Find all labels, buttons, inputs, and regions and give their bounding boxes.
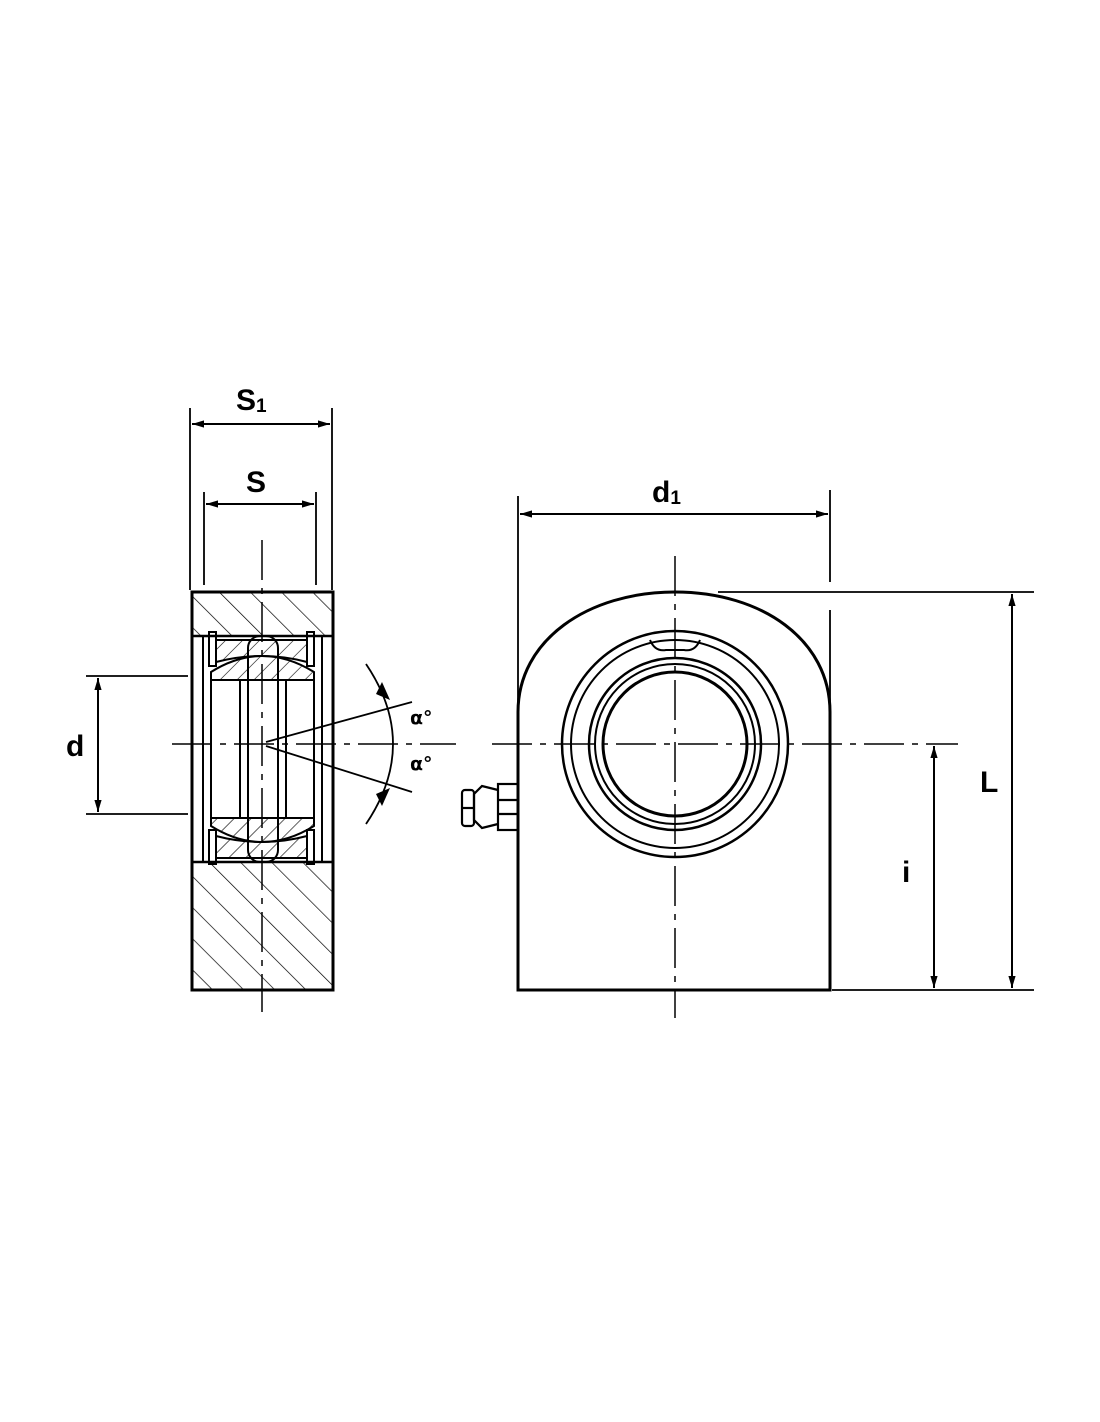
tilt-line-lower xyxy=(265,745,413,793)
label-s: S xyxy=(246,466,266,499)
tilt-arc xyxy=(365,663,394,825)
label-L: L xyxy=(980,766,998,799)
inner-ring-lower xyxy=(210,817,315,843)
snap-ring-left-bottom xyxy=(208,829,217,865)
grease-nipple xyxy=(460,782,520,832)
label-i: i xyxy=(902,856,910,889)
housing-head-outline xyxy=(516,590,832,992)
label-d1: d1 xyxy=(652,476,681,509)
label-alpha-lower: α° xyxy=(410,753,433,775)
front-view xyxy=(460,490,1034,1018)
snap-ring-right-bottom xyxy=(306,829,315,865)
label-s1: S1 xyxy=(236,384,267,417)
label-alpha-upper: α° xyxy=(410,707,433,729)
section-view xyxy=(86,408,456,1012)
label-d: d xyxy=(66,730,84,763)
